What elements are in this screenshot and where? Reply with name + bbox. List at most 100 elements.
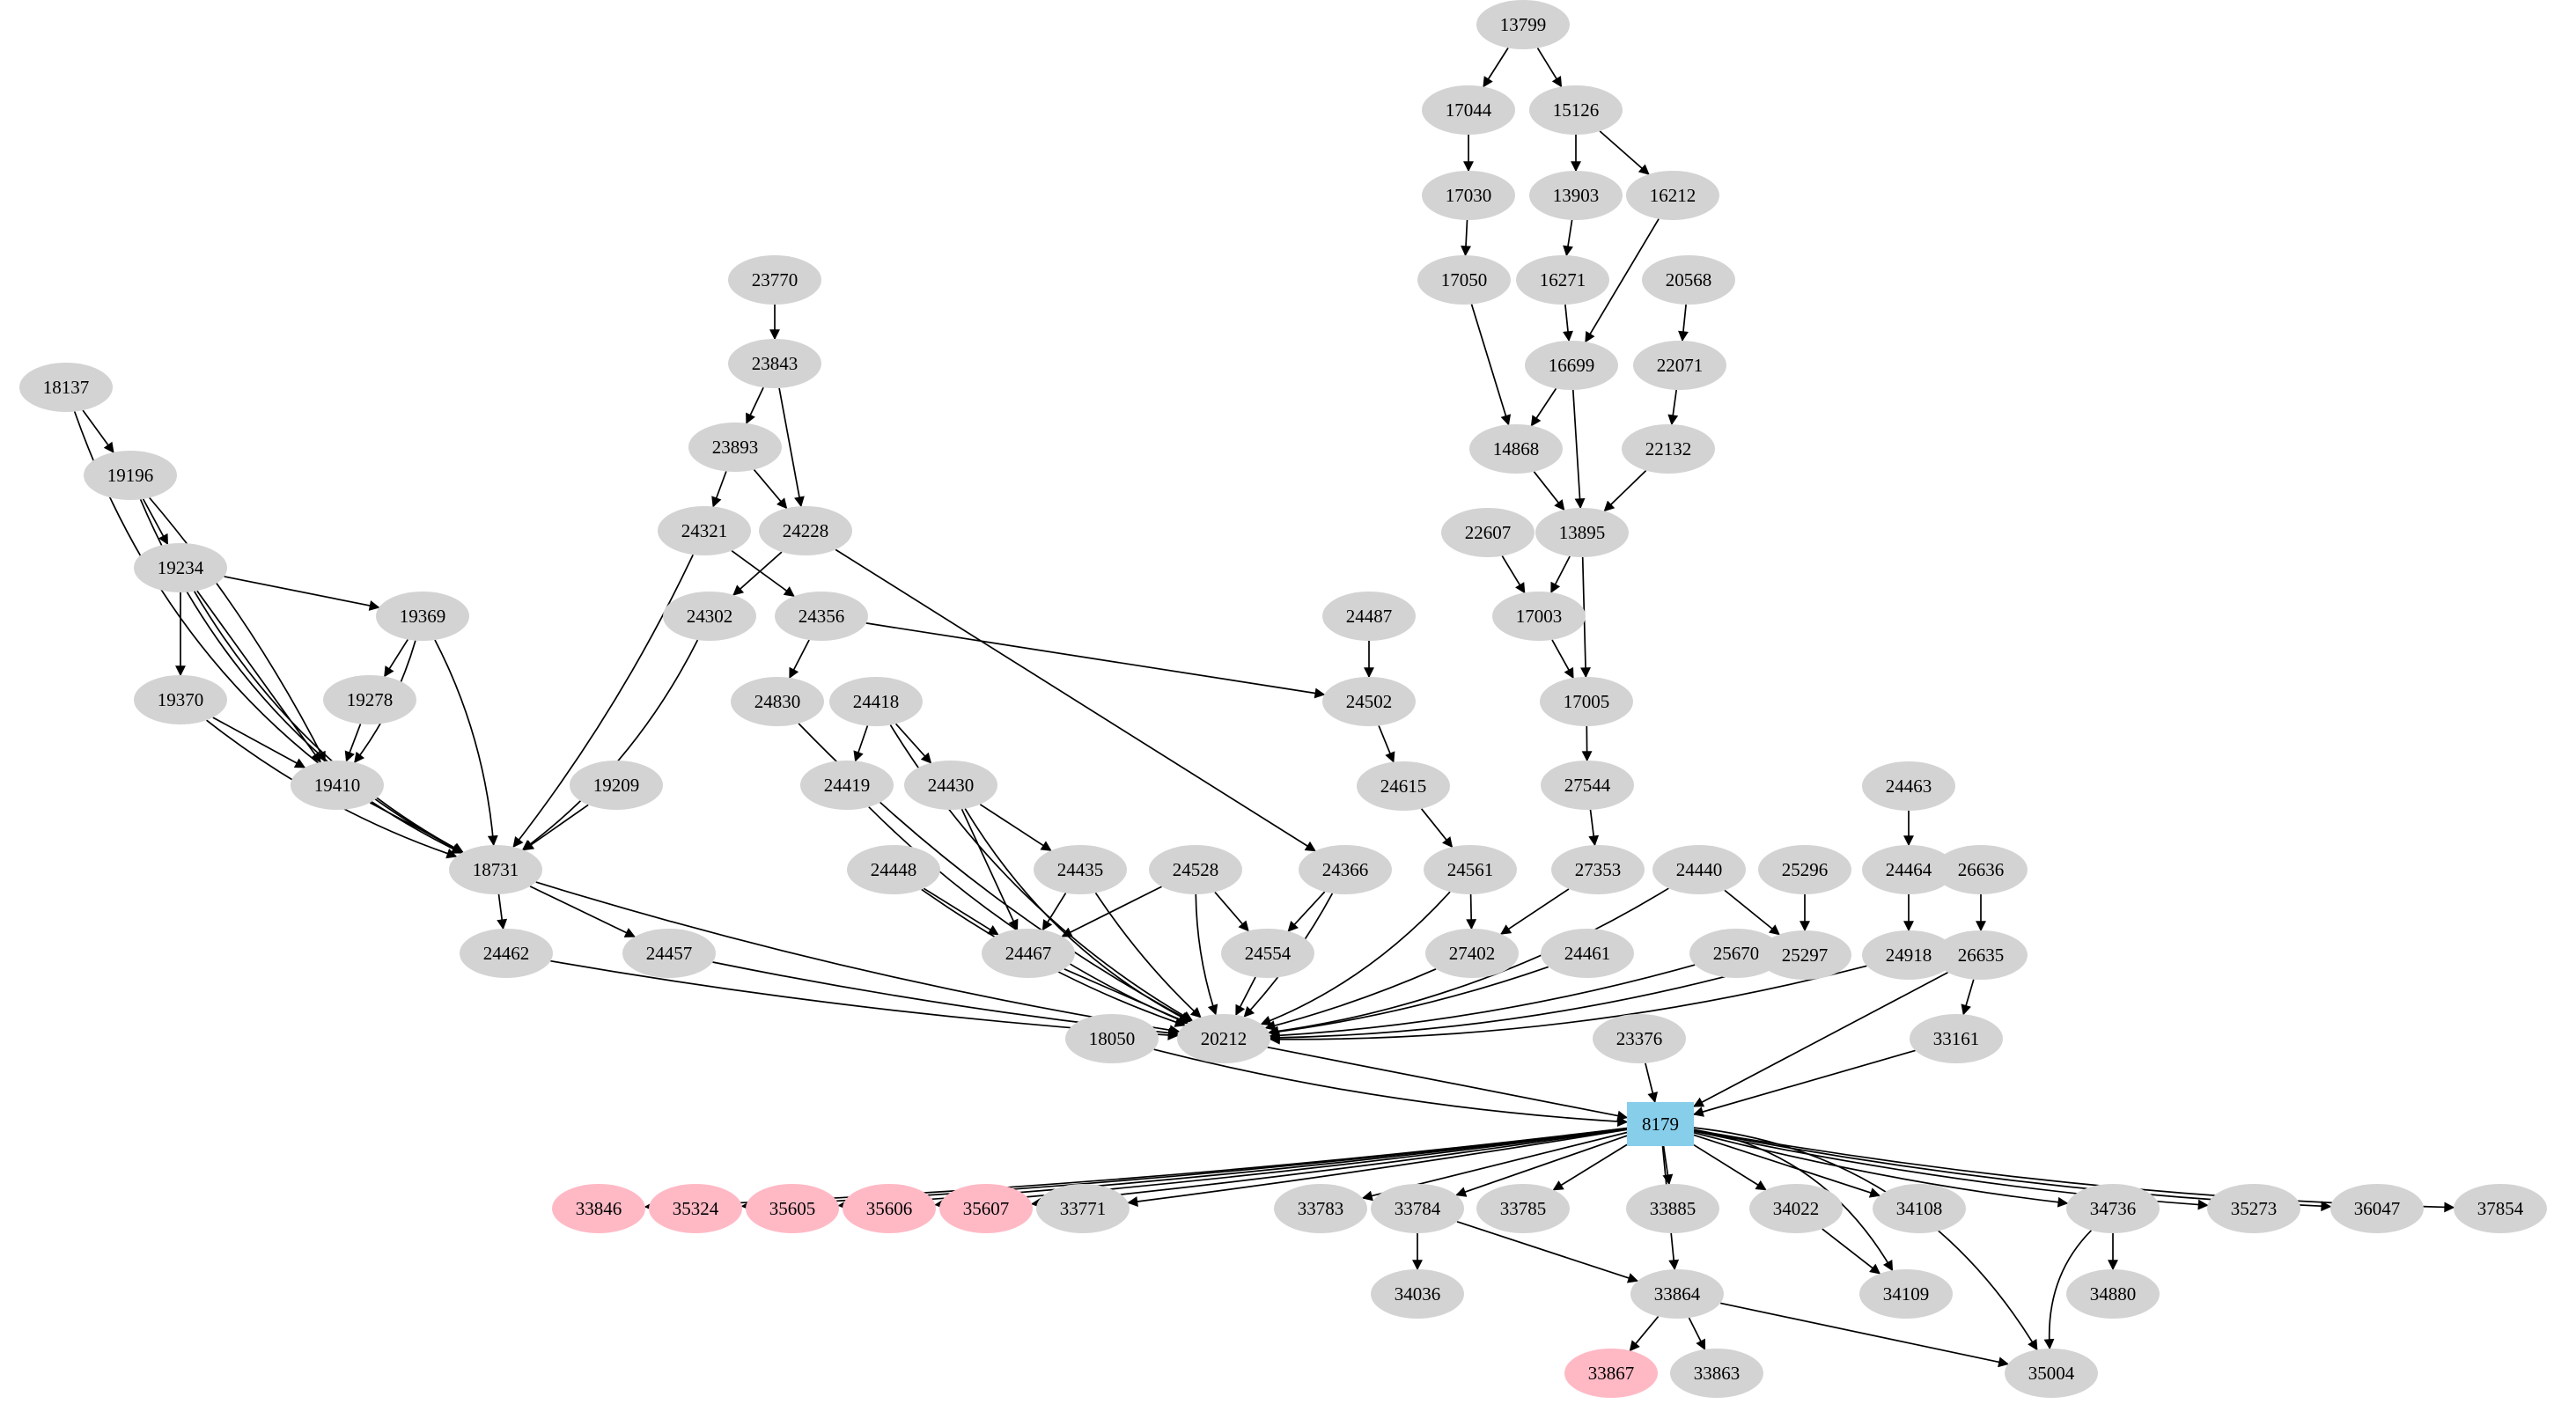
node-ellipse [1492, 592, 1586, 641]
node-label: 23843 [752, 353, 799, 374]
node-label: 24502 [1346, 691, 1393, 712]
edge-13799-15126 [1536, 48, 1563, 88]
node-17044: 17044 [1422, 85, 1515, 135]
node-24487: 24487 [1322, 592, 1416, 641]
hub-box [1627, 1102, 1694, 1146]
node-33867: 33867 [1564, 1349, 1658, 1398]
node-ellipse [1149, 845, 1242, 894]
node-label: 15126 [1553, 99, 1600, 121]
node-ellipse [1910, 1014, 2003, 1063]
node-ellipse [1322, 592, 1416, 641]
node-24419: 24419 [800, 761, 894, 810]
edge-24321-18731 [512, 554, 694, 849]
node-ellipse [939, 1184, 1033, 1233]
node-ellipse [2066, 1269, 2160, 1319]
node-ellipse [1540, 677, 1633, 726]
node-label: 35004 [2028, 1363, 2075, 1384]
node-24463: 24463 [1862, 761, 1955, 811]
edge-24366-24554 [1287, 891, 1326, 932]
node-24918: 24918 [1862, 930, 1955, 980]
node-label: 13799 [1500, 14, 1547, 35]
node-label: 19234 [158, 557, 204, 578]
node-label: 34022 [1773, 1198, 1820, 1219]
node-ellipse [728, 255, 821, 305]
edge-18050-8179 [1153, 1048, 1629, 1128]
node-label: 24448 [871, 859, 917, 880]
edge-24918-20212 [1269, 965, 1867, 1045]
node-ellipse [1529, 85, 1623, 135]
node-label: 20568 [1666, 269, 1712, 290]
edge-25670-20212 [1269, 964, 1696, 1041]
edge-8179-33784 [1455, 1135, 1628, 1197]
node-label: 17050 [1441, 269, 1488, 290]
node-24464: 24464 [1862, 845, 1955, 894]
node-label: 33846 [576, 1198, 622, 1219]
edge-18731-24462 [497, 893, 508, 930]
node-ellipse [19, 363, 113, 412]
node-ellipse [1934, 930, 2028, 980]
edge-24448-24467 [923, 887, 999, 936]
node-ellipse [1758, 845, 1851, 894]
edge-16212-16699 [1585, 218, 1660, 343]
node-label: 17005 [1564, 691, 1610, 712]
edge-8179-34109 [1693, 1128, 1894, 1272]
edge-24228-24366 [835, 548, 1316, 852]
edge-24461-20212 [1268, 966, 1549, 1037]
node-label: 19278 [347, 689, 394, 710]
node-ellipse [1525, 341, 1618, 390]
node-24440: 24440 [1652, 845, 1746, 894]
node-ellipse [1862, 930, 1955, 980]
edge-13903-16271 [1563, 219, 1573, 257]
edge-33864-33863 [1688, 1317, 1706, 1350]
edge-16271-16699 [1563, 304, 1573, 342]
node-label: 33161 [1933, 1028, 1980, 1049]
node-ellipse [1758, 930, 1851, 980]
node-ellipse [728, 339, 821, 388]
node-ellipse [1541, 761, 1634, 810]
node-label: 18137 [43, 377, 90, 398]
node-15126: 15126 [1529, 85, 1623, 135]
edge-8179-33771 [1127, 1128, 1628, 1207]
node-label: 16212 [1650, 185, 1696, 206]
node-label: 22132 [1645, 438, 1692, 459]
node-35273: 35273 [2207, 1184, 2300, 1233]
node-17005: 17005 [1540, 677, 1633, 726]
node-ellipse [1934, 845, 2028, 894]
edge-20212-8179 [1267, 1046, 1629, 1121]
node-ellipse [570, 761, 663, 810]
node-ellipse [1221, 929, 1314, 978]
edge-33784-33864 [1456, 1220, 1639, 1283]
edge-24418-24419 [853, 725, 869, 762]
node-13895: 13895 [1535, 508, 1629, 557]
node-label: 33783 [1298, 1198, 1344, 1219]
edge-23893-24228 [753, 469, 788, 510]
node-22071: 22071 [1633, 341, 1726, 390]
node-35324: 35324 [649, 1184, 742, 1233]
node-label: 24321 [681, 520, 728, 541]
edge-19234-19410 [196, 590, 321, 763]
node-20212: 20212 [1177, 1014, 1270, 1063]
node-ellipse [2207, 1184, 2300, 1233]
node-label: 19370 [158, 689, 204, 710]
node-16212: 16212 [1626, 171, 1719, 220]
node-23770: 23770 [728, 255, 821, 305]
node-ellipse [1065, 1014, 1159, 1063]
node-ellipse [1633, 341, 1726, 390]
node-label: 24366 [1322, 859, 1369, 880]
node-ellipse [376, 592, 469, 641]
node-ellipse [1652, 845, 1746, 894]
node-ellipse [134, 543, 227, 592]
node-ellipse [1670, 1349, 1763, 1398]
node-label: 33885 [1650, 1198, 1696, 1219]
edge-33864-33867 [1629, 1316, 1660, 1352]
node-ellipse [134, 675, 227, 724]
edge-24561-27402 [1466, 893, 1477, 930]
node-22132: 22132 [1622, 424, 1715, 474]
edge-27402-20212 [1264, 968, 1437, 1031]
node-ellipse [291, 761, 384, 810]
node-label: 24554 [1245, 943, 1292, 964]
edge-24302-18731 [521, 639, 699, 850]
node-label: 35607 [963, 1198, 1010, 1219]
node-label: 13895 [1559, 522, 1606, 543]
edge-24419-20212 [868, 806, 1189, 1025]
